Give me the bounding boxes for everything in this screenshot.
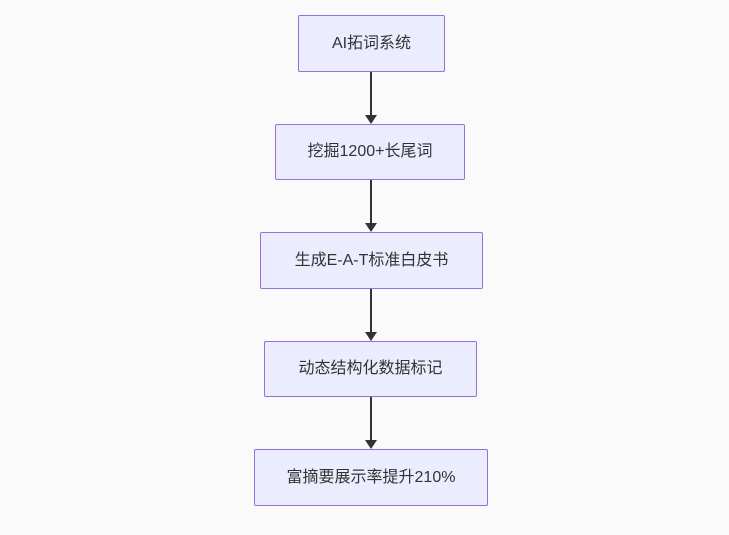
flow-node-label: 挖掘1200+长尾词 xyxy=(307,143,433,161)
flow-node-rich-snippet-result: 富摘要展示率提升210% xyxy=(254,449,488,506)
edge-line xyxy=(370,289,372,332)
flow-edge-1 xyxy=(364,72,378,124)
flow-node-label: AI拓词系统 xyxy=(331,34,412,52)
flow-node-eat-whitepaper: 生成E-A-T标准白皮书 xyxy=(260,232,483,289)
arrowhead-down-icon xyxy=(365,440,377,449)
flow-edge-4 xyxy=(364,397,378,449)
edge-line xyxy=(370,72,372,115)
flow-node-label: 富摘要展示率提升210% xyxy=(286,468,456,486)
arrowhead-down-icon xyxy=(365,115,377,124)
flow-node-label: 生成E-A-T标准白皮书 xyxy=(294,251,449,269)
edge-line xyxy=(370,397,372,440)
edge-line xyxy=(370,180,372,223)
arrowhead-down-icon xyxy=(365,332,377,341)
flow-edge-3 xyxy=(364,289,378,341)
arrowhead-down-icon xyxy=(365,223,377,232)
flow-edge-2 xyxy=(364,180,378,232)
flow-node-ai-word-expansion: AI拓词系统 xyxy=(298,15,445,72)
flow-node-label: 动态结构化数据标记 xyxy=(298,360,443,378)
flow-node-structured-data: 动态结构化数据标记 xyxy=(264,341,477,397)
flow-node-longtail-mining: 挖掘1200+长尾词 xyxy=(275,124,465,180)
